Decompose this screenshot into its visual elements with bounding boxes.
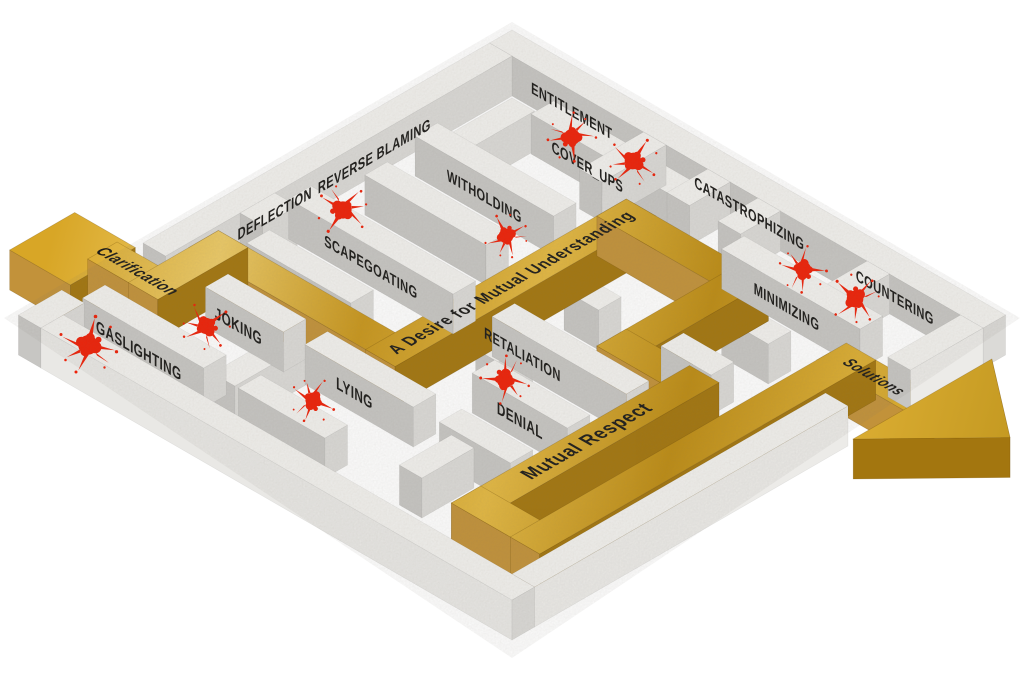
arrow-face-right [852, 437, 1011, 480]
exit-arrow [852, 358, 1011, 480]
arrow-face-top [852, 358, 1011, 440]
